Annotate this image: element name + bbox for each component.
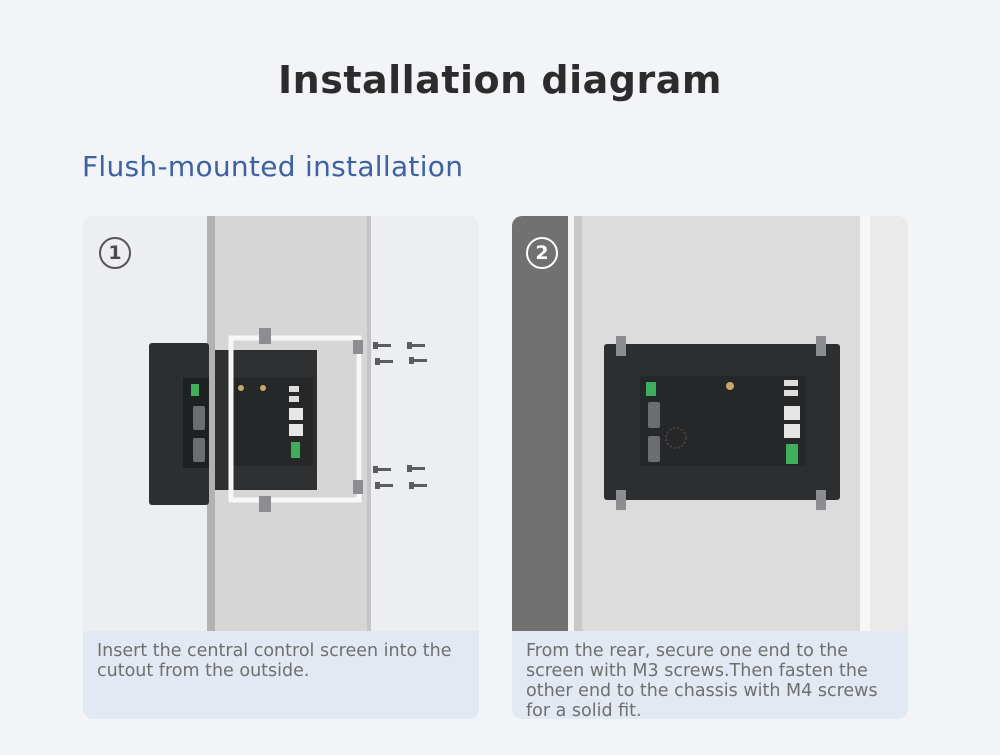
- step-1-illustration: [149, 216, 427, 631]
- page-title: Installation diagram: [278, 58, 722, 102]
- step-1-badge: 1: [99, 237, 131, 269]
- section-title: Flush-mounted installation: [82, 150, 464, 183]
- step-2-caption: From the rear, secure one end to the scr…: [512, 631, 908, 719]
- step-2-illustration: [512, 216, 908, 631]
- step-1-panel: 1 Insert the central control screen into…: [83, 216, 479, 719]
- step-2-badge: 2: [526, 237, 558, 269]
- step-1-caption: Insert the central control screen into t…: [83, 631, 479, 719]
- step-2-panel: 2 From the rear, secure one end to the s…: [512, 216, 908, 719]
